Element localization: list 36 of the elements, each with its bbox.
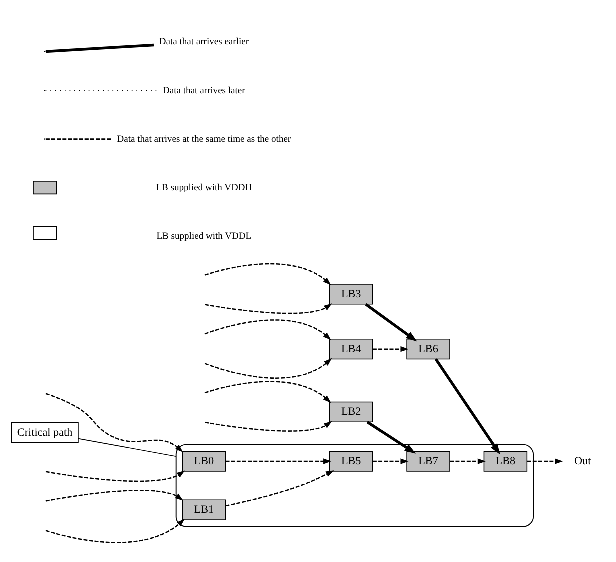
arrow [46, 490, 184, 502]
arrow [46, 470, 186, 482]
arrow [373, 458, 409, 464]
node-box: LB1 [182, 500, 226, 520]
node-box: LB6 [406, 339, 450, 360]
arrow [450, 458, 486, 464]
node-box: LB5 [329, 451, 374, 472]
arrow [226, 470, 334, 507]
arrow [366, 421, 416, 454]
node-box: LB0 [182, 451, 226, 472]
arrow [373, 346, 409, 352]
legend-label: LB supplied with VDDL [156, 230, 252, 242]
arrow [204, 264, 332, 286]
arrow [204, 358, 332, 379]
legend-label: LB supplied with VDDH [156, 182, 252, 194]
arrow [365, 303, 418, 342]
node-box: LB8 [484, 451, 528, 472]
node-text: Out [574, 455, 592, 468]
node-box: LB2 [329, 402, 374, 423]
connector [78, 438, 177, 457]
arrow [434, 358, 500, 455]
node-box: LB4 [329, 339, 374, 360]
arrow [46, 393, 184, 452]
arrow [204, 320, 332, 340]
node-box: LB3 [329, 284, 374, 305]
node-box: LB7 [406, 451, 450, 472]
legend-label: Data that arrives later [163, 85, 246, 96]
node-box: Critical path [11, 422, 79, 444]
arrow [46, 519, 185, 544]
arrow [226, 458, 332, 464]
arrow [204, 304, 332, 314]
arrow [204, 421, 332, 432]
legend-label: Data that arrives earlier [159, 36, 250, 48]
arrow [204, 381, 332, 404]
legend-label: Data that arrives at the same time as the other [117, 134, 292, 145]
arrow [527, 458, 564, 464]
